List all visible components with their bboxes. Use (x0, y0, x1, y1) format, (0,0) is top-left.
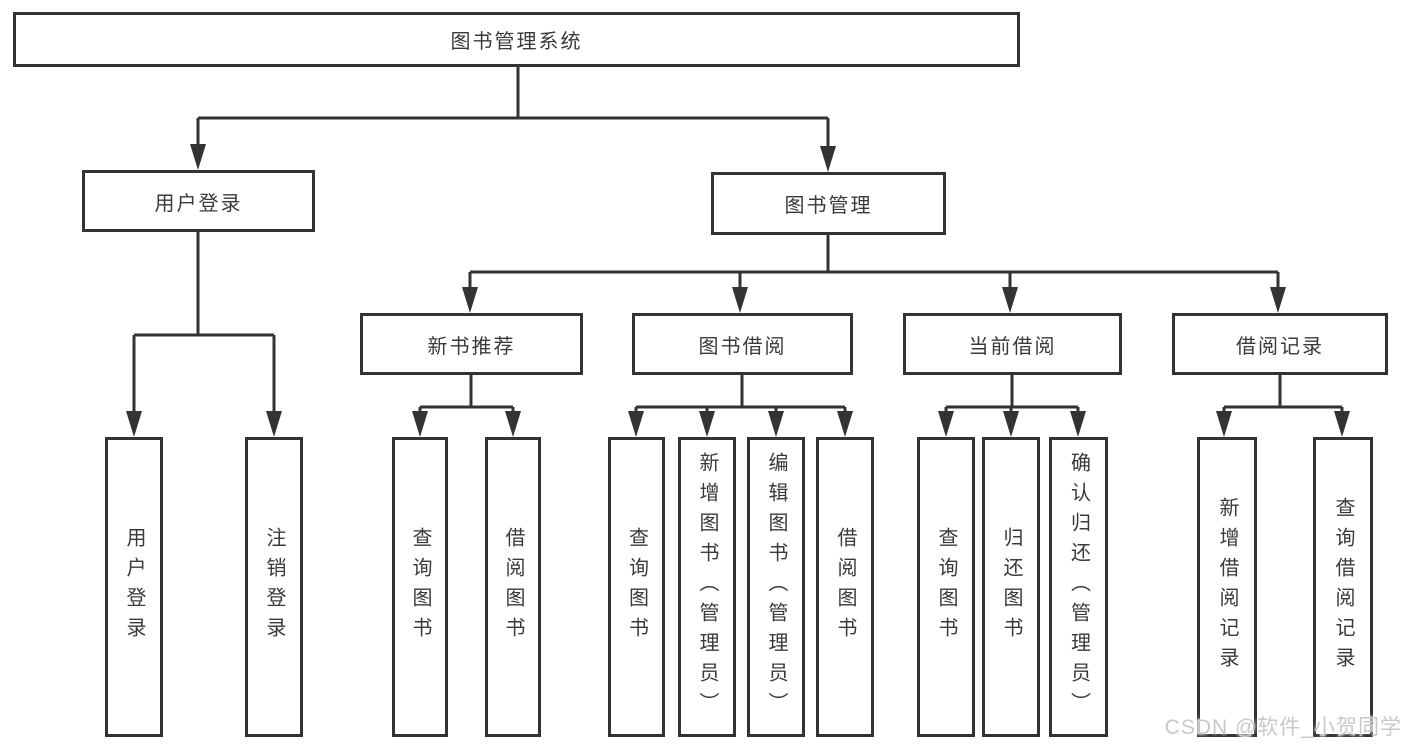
leaf-borrow-books: 借阅图书 (816, 437, 874, 737)
node-borrow-records: 借阅记录 (1172, 313, 1388, 375)
leaf-user-login: 用户登录 (105, 437, 163, 737)
leaf-logout-login: 注销登录 (245, 437, 303, 737)
node-current-borrow: 当前借阅 (903, 313, 1122, 375)
node-user-login: 用户登录 (82, 170, 315, 232)
leaf-edit-books-admin: 编辑图书（管理员） (747, 437, 805, 737)
leaf-confirm-return-admin: 确认归还（管理员） (1049, 437, 1108, 737)
node-new-book-recommend: 新书推荐 (360, 313, 583, 375)
leaf-query-books-borrow: 查询图书 (608, 437, 665, 737)
leaf-borrow-books-recommend: 借阅图书 (485, 437, 541, 737)
node-book-borrow: 图书借阅 (632, 313, 853, 375)
leaf-return-books: 归还图书 (982, 437, 1040, 737)
leaf-query-borrow-record: 查询借阅记录 (1313, 437, 1373, 737)
leaf-add-books-admin: 新增图书（管理员） (678, 437, 736, 737)
leaf-query-books-recommend: 查询图书 (392, 437, 448, 737)
leaf-query-books-current: 查询图书 (917, 437, 975, 737)
node-book-management: 图书管理 (711, 172, 946, 235)
node-library-management-system: 图书管理系统 (13, 12, 1020, 67)
csdn-watermark: CSDN @软件_小贺同学 (1164, 716, 1402, 739)
leaf-add-borrow-record: 新增借阅记录 (1197, 437, 1257, 737)
